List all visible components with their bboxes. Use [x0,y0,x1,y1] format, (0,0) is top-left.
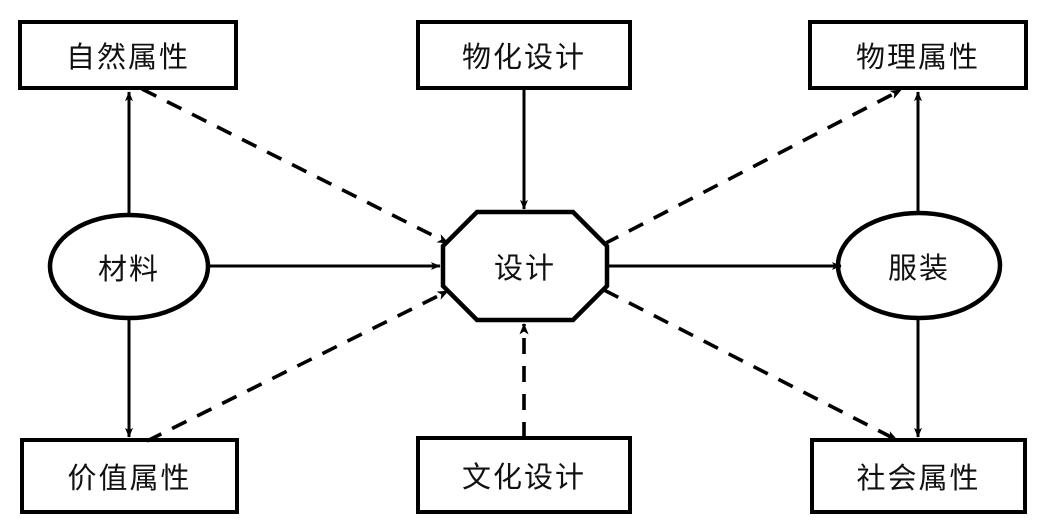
edge-value-attribute-to-design[interactable] [146,289,449,443]
node-value-attribute-shape[interactable] [20,438,239,514]
solid-edges [125,88,922,438]
edge-natural-attribute-to-design[interactable] [141,87,449,245]
node-physical-attribute-shape[interactable] [808,20,1028,90]
node-clothing-shape[interactable] [835,210,1003,321]
edge-design-to-physical-attribute[interactable] [603,88,902,246]
dashed-edges [141,87,902,443]
node-cultural-design-shape[interactable] [416,436,632,514]
node-materialized-design-shape[interactable] [416,20,632,90]
node-design-shape[interactable] [440,209,610,323]
node-natural-attribute-shape[interactable] [18,20,238,90]
node-material-shape[interactable] [47,212,211,321]
node-shapes [18,20,1028,514]
edge-design-to-social-attribute[interactable] [603,288,898,442]
node-social-attribute-shape[interactable] [810,438,1027,514]
